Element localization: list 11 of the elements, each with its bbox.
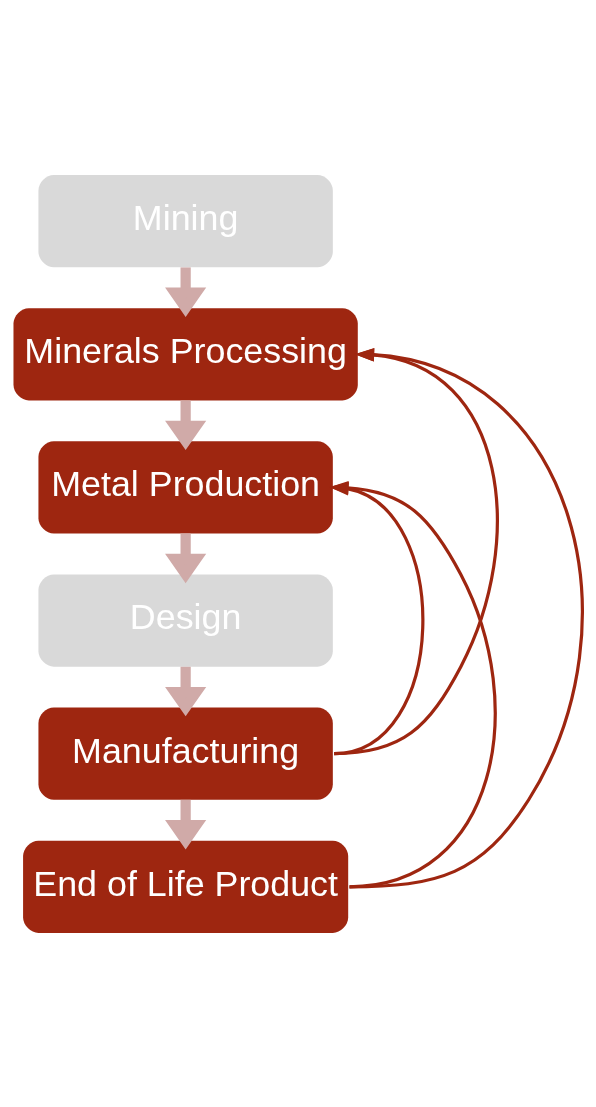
node-box: End of Life Product — [23, 840, 349, 933]
arrow — [334, 347, 499, 755]
node-box: Minerals Processing — [13, 307, 358, 400]
node-box: Metal Production — [38, 440, 333, 533]
arrow — [165, 799, 207, 849]
arrow — [349, 347, 584, 888]
node-box: Manufacturing — [38, 707, 333, 800]
arrow — [165, 266, 207, 317]
arrow — [165, 400, 207, 450]
arrow — [165, 533, 207, 583]
arrow — [165, 666, 207, 716]
